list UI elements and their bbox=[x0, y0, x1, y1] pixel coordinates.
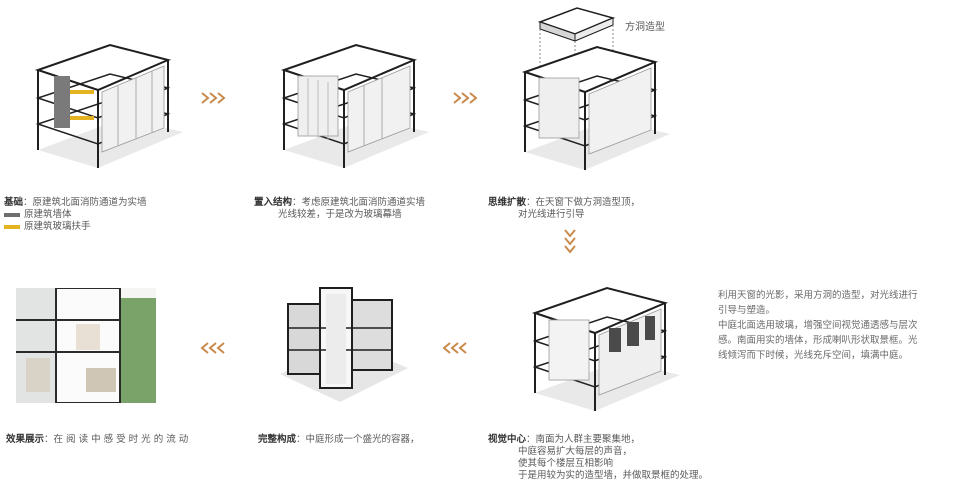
effect-render-image bbox=[16, 288, 156, 403]
legend-rail-label: 原建筑玻璃扶手 bbox=[24, 221, 91, 232]
caption-text: 中庭形成一个盛光的容器， bbox=[305, 434, 420, 445]
side-description-line-2: 中庭北面选用玻璃，增强空间视觉通透感与层次感。南面用实的墙体，形成喇叭形状取景框… bbox=[718, 320, 918, 361]
caption-text: 考虑原建筑北面消防通道实墙 bbox=[301, 197, 426, 208]
caption-text: 在天窗下做方洞造型顶， bbox=[535, 197, 641, 208]
caption-text-2: 光线较差，于是改为玻璃幕墙 bbox=[278, 209, 402, 220]
caption-text: 原建筑北面消防通道为实墙 bbox=[32, 197, 147, 208]
caption-base: 基础：原建筑北面消防通道为实墙 原建筑墙体 原建筑玻璃扶手 bbox=[4, 197, 147, 233]
caption-text: 南面为人群主要聚集地， bbox=[535, 434, 641, 445]
caption-thinking-expansion: 思维扩散：在天窗下做方洞造型顶， 对光线进行引导 bbox=[488, 197, 641, 220]
legend-wall-swatch bbox=[4, 213, 20, 217]
legend-wall-label: 原建筑墙体 bbox=[24, 209, 72, 220]
caption-title: 置入结构 bbox=[254, 197, 293, 208]
caption-insert-structure: 置入结构：考虑原建筑北面消防通道实墙 光线较差，于是改为玻璃幕墙 bbox=[254, 197, 426, 220]
diagram-visual-center bbox=[515, 278, 690, 413]
legend-rail: 原建筑玻璃扶手 bbox=[4, 221, 147, 233]
caption-text-3: 使其每个楼层互相影响 bbox=[518, 458, 614, 469]
chevron-right-arrow bbox=[200, 90, 230, 109]
side-description-line-1: 利用天窗的光影，采用方洞的造型，对光线进行引导与塑造。 bbox=[718, 290, 918, 316]
caption-text: 在 阅 读 中 感 受 时 光 的 流 动 bbox=[53, 434, 189, 445]
chevron-left-arrow bbox=[200, 340, 230, 359]
callout-square-hole: 方洞造型 bbox=[625, 22, 665, 33]
chevron-right-arrow bbox=[452, 90, 482, 109]
caption-effect: 效果展示：在 阅 读 中 感 受 时 光 的 流 动 bbox=[6, 434, 189, 445]
caption-text-2: 中庭容易扩大每层的声音， bbox=[518, 446, 633, 457]
diagram-thinking-expansion bbox=[505, 2, 685, 170]
side-description: 利用天窗的光影，采用方洞的造型，对光线进行引导与塑造。 中庭北面选用玻璃，增强空… bbox=[718, 288, 918, 363]
caption-text-2: 对光线进行引导 bbox=[518, 209, 585, 220]
caption-title: 完整构成 bbox=[258, 434, 297, 445]
caption-complete: 完整构成：中庭形成一个盛光的容器， bbox=[258, 434, 420, 445]
chevron-left-arrow bbox=[442, 340, 472, 359]
diagram-complete-composition bbox=[280, 284, 410, 409]
caption-text-4: 于是用较为实的造型墙，并做取景框的处理。 bbox=[518, 470, 709, 481]
diagram-insert-structure bbox=[264, 40, 434, 170]
diagram-base-building bbox=[18, 40, 188, 170]
caption-title: 基础 bbox=[4, 197, 24, 208]
caption-title: 效果展示 bbox=[6, 434, 45, 445]
caption-title: 思维扩散 bbox=[488, 197, 527, 208]
caption-title: 视觉中心 bbox=[488, 434, 527, 445]
caption-visual-center: 视觉中心：南面为人群主要聚集地， 中庭容易扩大每层的声音， 使其每个楼层互相影响… bbox=[488, 434, 709, 481]
chevron-down-arrow bbox=[563, 228, 577, 262]
legend-rail-swatch bbox=[4, 225, 20, 229]
legend-wall: 原建筑墙体 bbox=[4, 209, 147, 221]
